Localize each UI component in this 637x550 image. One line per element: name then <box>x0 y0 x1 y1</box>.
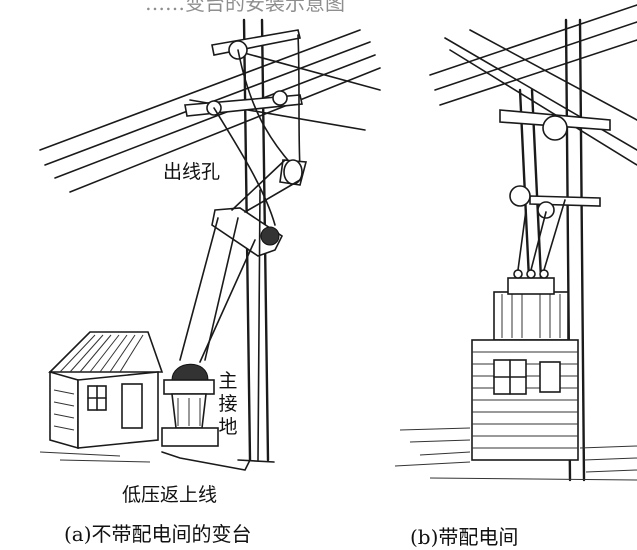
panel-a-ground-box <box>161 363 219 447</box>
panel-b-ground <box>394 427 637 481</box>
outlet-hole-label: 出线孔 <box>163 161 221 183</box>
panel-a-drop-leads <box>213 34 301 226</box>
panel-a-lv-return-path <box>161 189 261 471</box>
panel-b-cross-arms <box>499 109 611 219</box>
panel-a-cross-arms <box>184 29 303 117</box>
figure-title-partial: ……变台的安装示意图 <box>145 0 345 15</box>
panel-b-drawing <box>394 4 637 482</box>
panel-b-distribution-room <box>471 339 579 461</box>
panel-a-house <box>48 331 164 450</box>
main-ground-label-char: 地 <box>218 416 238 438</box>
panel-a-ground <box>39 451 151 463</box>
lv-return-line-label: 低压返上线 <box>122 484 218 506</box>
caption-panel-a: (a)不带配电间的变台 <box>64 522 252 546</box>
panel-a-drawing <box>39 18 381 471</box>
main-ground-label: 主接地 <box>217 370 239 439</box>
panel-b-transformer <box>493 199 569 341</box>
caption-panel-b: (b)带配电间 <box>410 525 519 549</box>
panel-b-overhead-lines <box>429 4 637 166</box>
main-ground-label-char: 接 <box>218 393 238 415</box>
main-ground-label-char: 主 <box>218 370 238 392</box>
panel-a-transformer <box>179 159 308 363</box>
